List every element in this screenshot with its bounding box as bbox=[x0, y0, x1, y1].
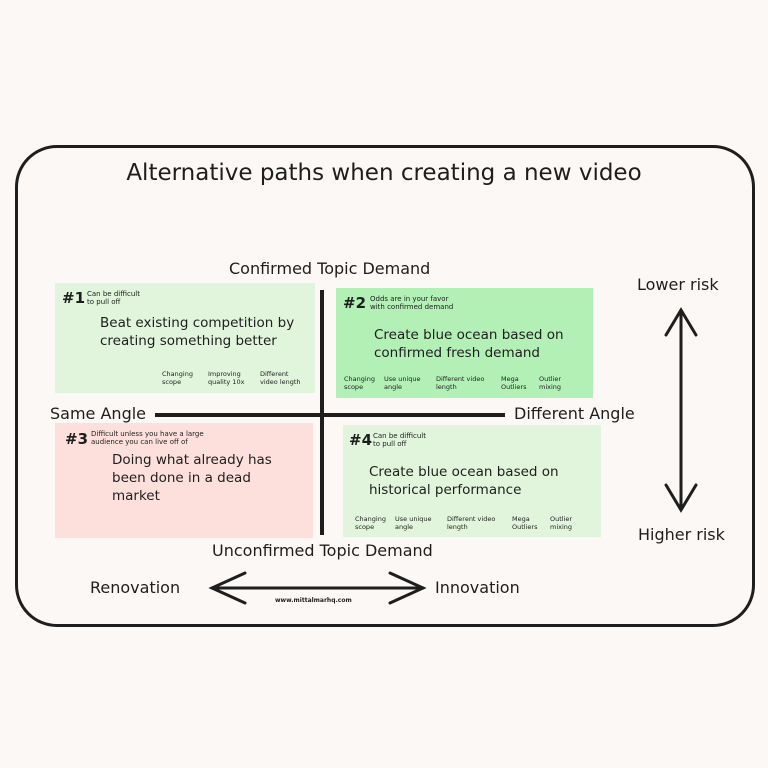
innovation-label: Innovation bbox=[435, 578, 520, 597]
quadrant-number: #2 bbox=[343, 294, 367, 312]
quadrant-main-text: Beat existing competition by creating so… bbox=[100, 315, 295, 349]
axis-label-left: Same Angle bbox=[50, 404, 147, 423]
tag: Changing scope bbox=[162, 370, 193, 386]
risk-double-arrow bbox=[664, 307, 698, 513]
quadrant-main-text: Doing what already has been done in a de… bbox=[112, 452, 272, 504]
tag: Changing scope bbox=[344, 375, 375, 391]
tag: Outlier mixing bbox=[550, 515, 573, 531]
diagram-frame bbox=[15, 145, 755, 627]
lower-risk-label: Lower risk bbox=[637, 275, 719, 294]
tag: Outlier mixing bbox=[539, 375, 562, 391]
diagram-title: Alternative paths when creating a new vi… bbox=[126, 160, 642, 186]
tag: Mega Outliers bbox=[501, 375, 527, 391]
quadrant-number: #1 bbox=[62, 289, 86, 307]
tag: Different video length bbox=[260, 370, 301, 386]
quadrant-number: #4 bbox=[349, 431, 373, 449]
quadrant-number: #3 bbox=[65, 430, 89, 448]
quadrant-1: #1 Can be difficult to pull off Beat exi… bbox=[55, 283, 315, 393]
axis-label-bottom: Unconfirmed Topic Demand bbox=[212, 541, 433, 560]
quadrant-3: #3 Difficult unless you have a large aud… bbox=[55, 423, 313, 538]
tag: Different video length bbox=[447, 515, 496, 531]
quadrant-tags: Changing scope Use unique angle Differen… bbox=[355, 515, 578, 531]
renovation-label: Renovation bbox=[90, 578, 181, 597]
axis-label-right: Different Angle bbox=[514, 404, 635, 423]
quadrant-note: Can be difficult to pull off bbox=[87, 290, 140, 306]
tag: Mega Outliers bbox=[512, 515, 538, 531]
quadrant-tags: Changing scope Improving quality 10x Dif… bbox=[162, 370, 308, 386]
tag: Use unique angle bbox=[384, 375, 421, 391]
website-url: www.mittalmarhq.com bbox=[275, 597, 352, 604]
tag: Changing scope bbox=[355, 515, 386, 531]
quadrant-note: Can be difficult to pull off bbox=[373, 432, 426, 448]
axis-label-top: Confirmed Topic Demand bbox=[229, 259, 431, 278]
quadrant-main-text: Create blue ocean based on historical pe… bbox=[369, 464, 559, 498]
quadrant-main-text: Create blue ocean based on confirmed fre… bbox=[374, 327, 564, 361]
higher-risk-label: Higher risk bbox=[638, 525, 725, 544]
quadrant-note: Odds are in your favor with confirmed de… bbox=[370, 295, 454, 311]
tag: Improving quality 10x bbox=[208, 370, 245, 386]
quadrant-2: #2 Odds are in your favor with confirmed… bbox=[336, 288, 593, 398]
quadrant-4: #4 Can be difficult to pull off Create b… bbox=[343, 425, 601, 537]
tag: Different video length bbox=[436, 375, 485, 391]
quadrant-note: Difficult unless you have a large audien… bbox=[91, 430, 204, 446]
renovation-innovation-double-arrow bbox=[208, 571, 427, 605]
quadrant-tags: Changing scope Use unique angle Differen… bbox=[344, 375, 567, 391]
tag: Use unique angle bbox=[395, 515, 432, 531]
